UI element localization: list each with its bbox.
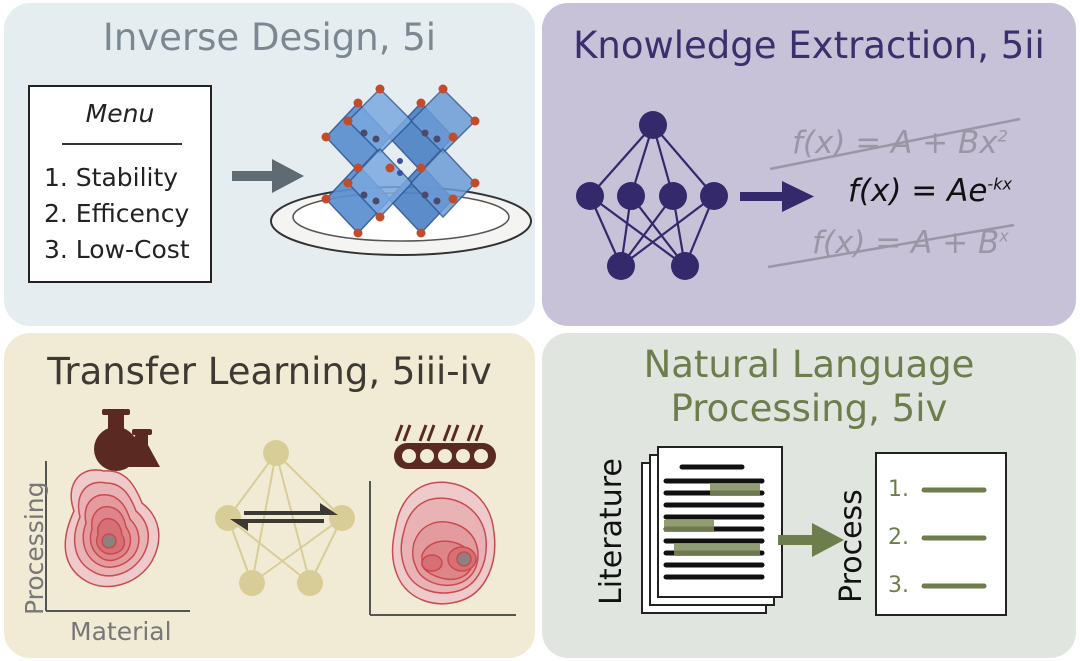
knowledge-extraction-panel: Knowledge Extraction, 5ii (542, 3, 1076, 326)
menu-item-stability: 1. Stability (44, 163, 179, 192)
menu-item-efficiency: 2. Efficency (44, 199, 190, 228)
transfer-learning-title: Transfer Learning, 5iii-iv (47, 350, 492, 393)
arrow-right-icon (232, 159, 304, 193)
equation-power: f(x) = A + Bx (812, 225, 1009, 261)
equation-exponential: f(x) = Ae-kx (848, 173, 1012, 209)
strike-line-top (769, 117, 1021, 171)
equation-polynomial: f(x) = A + Bx2 (792, 125, 1008, 161)
transfer-network-nodes (215, 440, 355, 596)
transfer-learning-graphic (45, 409, 516, 616)
right-contour-plot (391, 481, 496, 605)
left-plot-axes (45, 461, 190, 612)
knowledge-extraction-title: Knowledge Extraction, 5ii (573, 24, 1045, 67)
menu-divider (62, 143, 182, 145)
nlp-title-line1: Natural Language (643, 343, 975, 386)
perovskite-crystal-icon (321, 84, 480, 238)
knowledge-network-graphic (576, 111, 1021, 280)
inverse-design-graphic (232, 84, 532, 256)
process-label: Process (834, 489, 869, 603)
transfer-network-icon (227, 452, 343, 584)
literature-documents-icon (641, 446, 783, 614)
transfer-learning-panel: Transfer Learning, 5iii-iv (4, 333, 535, 658)
network-nodes (576, 111, 728, 280)
nlp-graphic (641, 446, 1007, 616)
menu-item-low-cost: 3. Low-Cost (44, 235, 190, 264)
neural-network-icon (588, 124, 716, 267)
lab-flask-icon (94, 409, 160, 471)
process-step-2: 2. (888, 525, 909, 550)
process-step-1: 1. (888, 477, 909, 502)
production-line-icon (394, 424, 496, 469)
nlp-title-line2: Processing, 5iv (670, 387, 948, 430)
inverse-design-title: Inverse Design, 5i (102, 16, 437, 59)
menu-title: Menu (85, 99, 155, 128)
menu-card: Menu 1. Stability 2. Efficency 3. Low-Co… (28, 85, 212, 283)
nlp-title: Natural Language Processing, 5iv (542, 343, 1076, 431)
process-step-3: 3. (888, 573, 909, 598)
arrow-right-icon (740, 181, 814, 212)
bidirectional-arrow-icon (230, 503, 338, 531)
process-document-icon (875, 452, 1007, 616)
nlp-panel: Natural Language Processing, 5iv (542, 333, 1076, 658)
right-plot-axes (369, 481, 516, 616)
inverse-design-panel: Inverse Design, 5i Menu 1. Stability 2. … (4, 3, 535, 326)
literature-label: Literature (594, 458, 629, 605)
left-contour-plot (64, 469, 160, 588)
strike-line-bottom (767, 223, 1015, 269)
y-axis-label: Processing (20, 481, 49, 616)
arrow-right-icon (778, 523, 844, 557)
x-axis-label: Material (70, 617, 172, 646)
